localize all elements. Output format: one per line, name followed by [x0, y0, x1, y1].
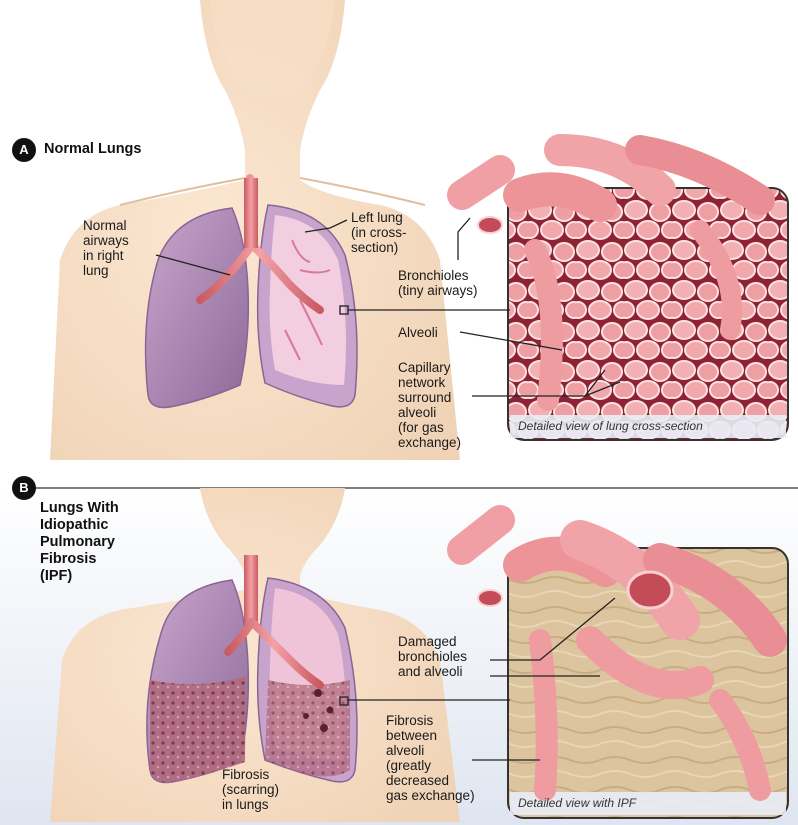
label-fibrosis-between-alveoli: Fibrosis between alveoli (greatly decrea… [386, 713, 475, 803]
label-bronchioles: Bronchioles (tiny airways) [398, 268, 478, 298]
panel-b-inset [462, 520, 788, 818]
panel-a-badge: A [12, 138, 36, 162]
label-alveoli: Alveoli [398, 325, 438, 340]
panel-a-inset-caption: Detailed view of lung cross-section [518, 419, 703, 433]
label-left-lung: Left lung (in cross- section) [351, 210, 407, 255]
panel-b-badge: B [12, 476, 36, 500]
panel-b-inset-caption: Detailed view with IPF [518, 796, 636, 810]
panel-b-title: Lungs With Idiopathic Pulmonary Fibrosis… [40, 500, 119, 585]
panel-a-title: Normal Lungs [44, 141, 141, 158]
label-capillary-network: Capillary network surround alveoli (for … [398, 360, 461, 450]
label-fibrosis-scarring: Fibrosis (scarring) in lungs [222, 767, 279, 812]
label-damaged-bronchioles: Damaged bronchioles and alveoli [398, 634, 467, 679]
label-normal-airways: Normal airways in right lung [83, 218, 129, 278]
